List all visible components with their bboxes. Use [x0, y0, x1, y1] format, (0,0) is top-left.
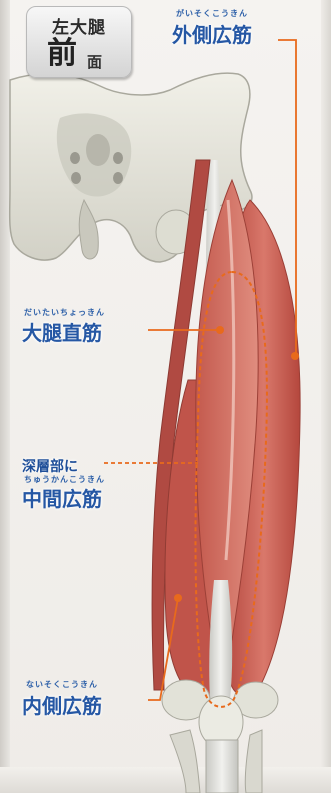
knee-joint [162, 680, 278, 793]
quadriceps-tendon [209, 580, 232, 700]
vastus-medialis-reading: ないそくこうきん [26, 679, 98, 690]
vastus-lateralis-label: 外側広筋 [172, 19, 252, 48]
badge-view-main: 前 [47, 37, 77, 71]
badge-thigh-side: 左大腿 [27, 13, 131, 38]
badge-view-sub: 面 [87, 51, 102, 72]
vastus-medialis-label: 内側広筋 [22, 690, 102, 719]
vastus-intermedius-prefix: 深層部に [22, 456, 78, 476]
vastus-intermedius-label: 中間広筋 [22, 483, 102, 512]
view-badge: 左大腿 前 面 [26, 6, 132, 78]
rectus-femoris-label: 大腿直筋 [22, 317, 102, 346]
vastus-lateralis-reading: がいそくこうきん [176, 8, 248, 19]
